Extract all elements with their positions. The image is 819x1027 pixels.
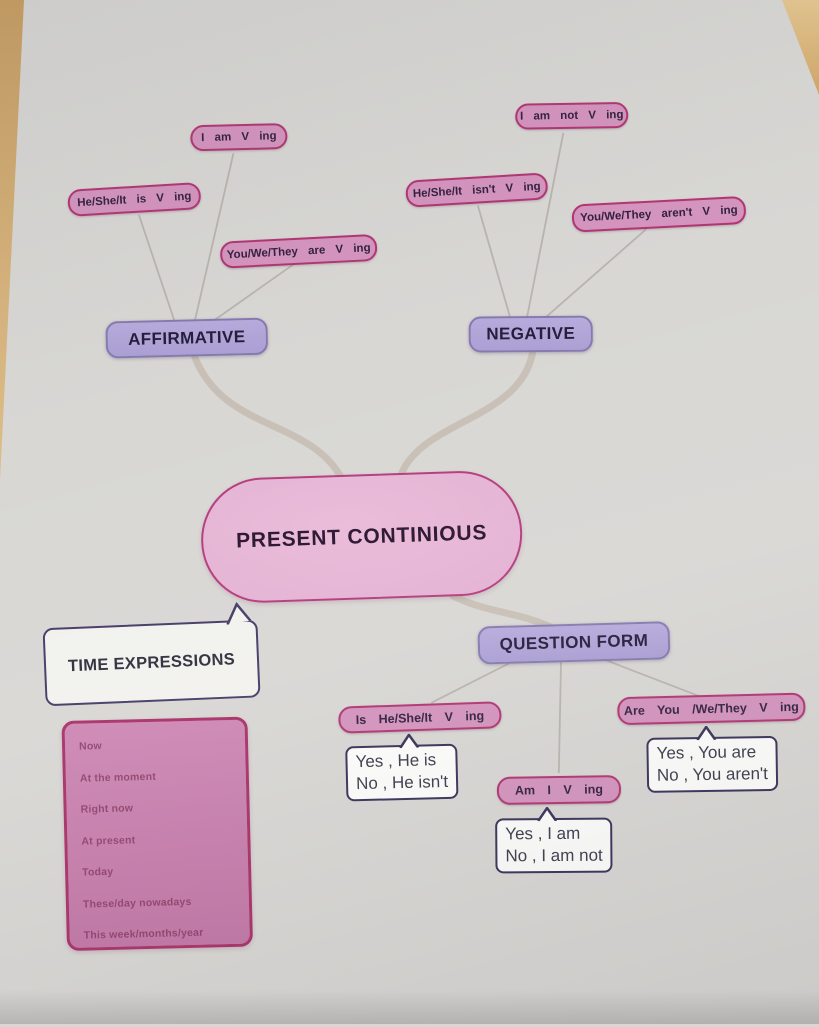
answer-yes: Yes , He is <box>355 750 437 772</box>
list-item: Now <box>78 740 102 753</box>
question-prompt-pill: Are You /We/They V ing <box>617 692 806 726</box>
answer-bubble: Yes , He is No , He isn't <box>345 733 459 802</box>
answer-yes: Yes , You are <box>656 742 757 763</box>
time-expressions-label: TIME EXPRESSIONS <box>67 649 236 675</box>
answer-no: No , I am not <box>505 846 603 866</box>
affirmative-form-pill: I am V ing <box>190 123 288 152</box>
answer-no: No , You aren't <box>656 764 769 786</box>
bubble-tail-icon <box>537 806 558 822</box>
negative-node: NEGATIVE <box>468 315 593 353</box>
question-prompt-pill: Am I V ing <box>496 774 622 805</box>
bubble-tail-icon <box>226 601 252 625</box>
time-expressions-list: Now At the moment Right now At present T… <box>61 716 254 952</box>
answer-bubble: Yes , You are No , You aren't <box>646 725 779 793</box>
negative-form-pill: I am not V ing <box>515 101 629 130</box>
list-item: Today <box>82 865 114 879</box>
list-item: At the moment <box>79 770 157 785</box>
bubble-tail-icon <box>696 725 717 741</box>
list-item: This week/months/year <box>83 926 204 942</box>
list-item: At present <box>81 833 136 848</box>
bubble-tail-icon <box>399 733 420 749</box>
question-form-node: QUESTION FORM <box>477 621 671 665</box>
affirmative-node: AFFIRMATIVE <box>105 317 269 359</box>
central-topic-node: PRESENT CONTINIOUS <box>199 469 525 605</box>
list-item: Right now <box>80 802 134 816</box>
time-expressions-title: TIME EXPRESSIONS <box>42 601 261 707</box>
answer-bubble: Yes , I am No , I am not <box>495 806 613 874</box>
list-item: These/day nowadays <box>82 895 192 911</box>
answer-no: No , He isn't <box>355 772 449 794</box>
question-prompt-pill: Is He/She/It V ing <box>338 701 502 734</box>
answer-yes: Yes , I am <box>505 823 581 844</box>
